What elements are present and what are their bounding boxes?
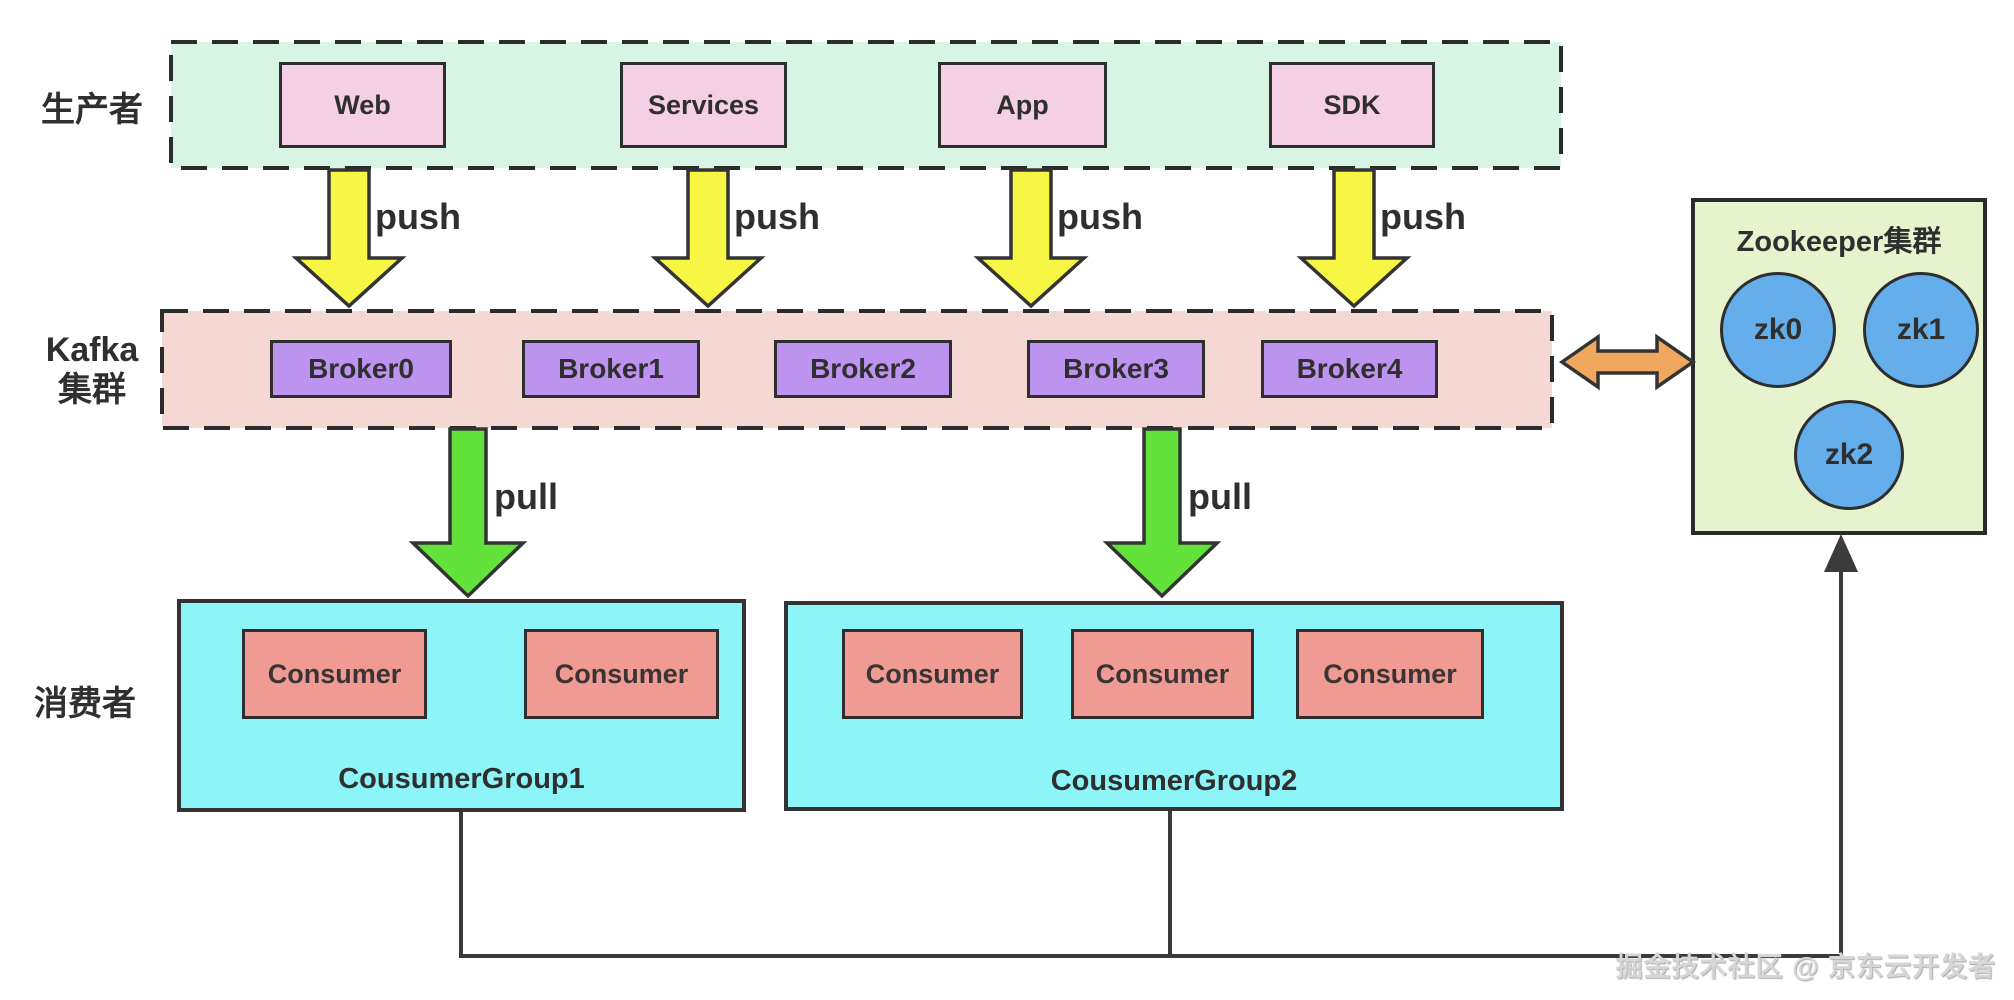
producer-box-app-label: App <box>996 89 1049 120</box>
push-label-2: push <box>734 196 820 237</box>
group1-consumer-2: Consumer <box>524 629 719 719</box>
kafka-section-label-line1: Kafka <box>45 331 139 369</box>
group2-consumer-1: Consumer <box>842 629 1023 719</box>
broker-box-2: Broker2 <box>774 340 952 398</box>
push-label-3: push <box>1057 196 1143 237</box>
producer-box-services-label: Services <box>647 89 760 120</box>
broker4-label: Broker4 <box>1296 353 1403 384</box>
zk-node-2: zk2 <box>1794 400 1904 510</box>
pull-arrow-group1-icon <box>408 427 528 599</box>
broker-box-4: Broker4 <box>1261 340 1438 398</box>
zookeeper-title: Zookeeper集群 <box>1736 226 1942 258</box>
group1-to-zookeeper-line <box>459 570 1843 958</box>
pull-label-2: pull <box>1188 476 1252 517</box>
consumer-group-1: Consumer Consumer CousumerGroup1 <box>177 599 746 812</box>
broker0-label: Broker0 <box>308 353 414 384</box>
producer-box-sdk: SDK <box>1269 62 1435 148</box>
group1-consumer-2-label: Consumer <box>554 658 689 689</box>
zk2-label: zk2 <box>1824 438 1874 471</box>
consumer-group-1-name: CousumerGroup1 <box>338 763 585 795</box>
group1-consumer-1: Consumer <box>242 629 427 719</box>
broker3-label: Broker3 <box>1063 353 1169 384</box>
producer-box-sdk-label: SDK <box>1323 89 1381 120</box>
group2-consumer-3-label: Consumer <box>1323 658 1457 689</box>
group2-consumer-2: Consumer <box>1071 629 1254 719</box>
consumer-group-2-name: CousumerGroup2 <box>1050 765 1298 797</box>
producer-box-app: App <box>938 62 1107 148</box>
push-arrow-web-icon <box>291 168 407 309</box>
consumers-section-label: 消费者 <box>34 685 136 723</box>
producer-box-web-label: Web <box>334 89 391 120</box>
kafka-zookeeper-sync-arrow-icon <box>1558 333 1697 391</box>
push-arrow-services-icon <box>650 168 766 309</box>
pull-arrow-group2-icon <box>1102 427 1222 599</box>
group2-consumer-2-label: Consumer <box>1095 658 1230 689</box>
zk-node-1: zk1 <box>1863 272 1979 388</box>
group2-consumer-3: Consumer <box>1296 629 1484 719</box>
site-watermark: 掘金技术社区 @ 京东云开发者 <box>1615 952 1996 982</box>
group1-consumer-1-label: Consumer <box>267 658 402 689</box>
broker-box-0: Broker0 <box>270 340 452 398</box>
kafka-section-label: Kafka 集群 <box>27 330 157 410</box>
zookeeper-up-arrowhead-icon <box>1824 534 1858 572</box>
push-label-1: push <box>375 196 461 237</box>
broker2-label: Broker2 <box>810 353 916 384</box>
producer-box-services: Services <box>620 62 787 148</box>
producer-box-web: Web <box>279 62 446 148</box>
zk-node-0: zk0 <box>1720 272 1836 388</box>
zk1-label: zk1 <box>1896 313 1946 346</box>
producers-section-label: 生产者 <box>41 91 143 129</box>
consumer-group-2: Consumer Consumer Consumer CousumerGroup… <box>784 601 1564 811</box>
broker1-label: Broker1 <box>558 353 664 384</box>
zk0-label: zk0 <box>1753 313 1803 346</box>
pull-label-1: pull <box>494 476 558 517</box>
group2-consumer-1-label: Consumer <box>865 658 1000 689</box>
broker-box-3: Broker3 <box>1027 340 1205 398</box>
push-label-4: push <box>1380 196 1466 237</box>
push-arrow-app-icon <box>973 168 1089 309</box>
kafka-section-label-line2: 集群 <box>58 371 126 409</box>
broker-box-1: Broker1 <box>522 340 700 398</box>
push-arrow-sdk-icon <box>1296 168 1412 309</box>
